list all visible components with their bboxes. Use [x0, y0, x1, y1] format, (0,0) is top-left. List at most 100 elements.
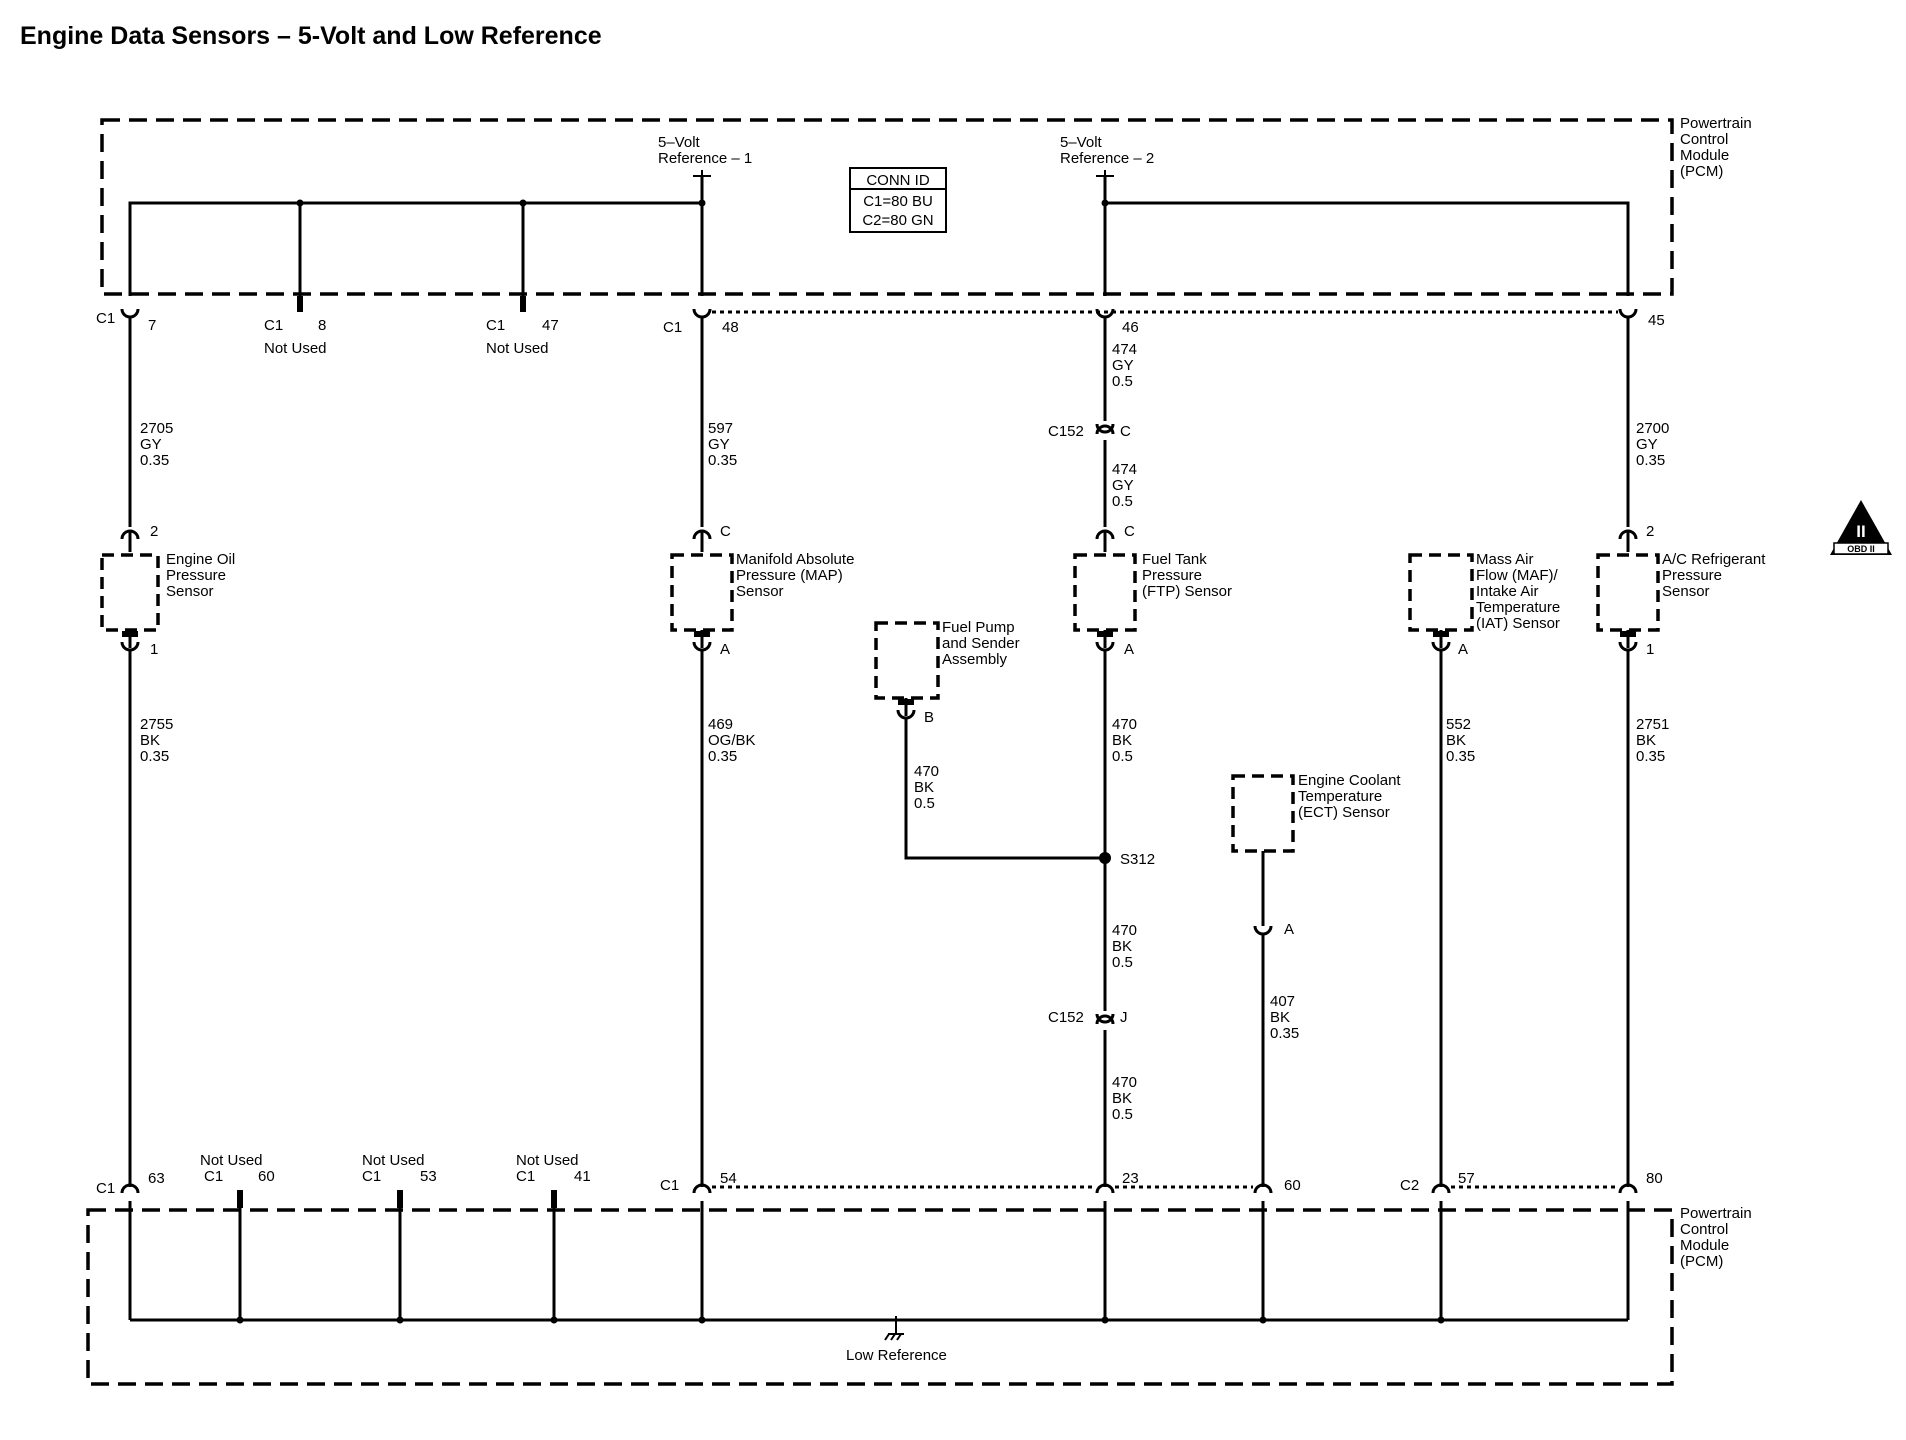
- wire-label-eop-ref: 2705 GY 0.35: [140, 420, 173, 469]
- svg-text:Mass Air: Mass Air: [1476, 551, 1534, 568]
- svg-text:0.5: 0.5: [1112, 954, 1133, 971]
- map-sensor: Manifold Absolute Pressure (MAP) Sensor: [670, 551, 854, 632]
- svg-text:GY: GY: [140, 436, 162, 453]
- svg-text:Sensor: Sensor: [166, 583, 214, 600]
- low-reference-bus: [128, 1201, 1630, 1324]
- svg-text:0.35: 0.35: [708, 748, 737, 765]
- c152-connector-j: C152 J: [1048, 1009, 1128, 1026]
- wire-label-eop-low: 2755 BK 0.35: [140, 716, 173, 765]
- wire-label-map-ref: 597 GY 0.35: [708, 420, 737, 469]
- svg-text:Pressure (MAP): Pressure (MAP): [736, 567, 843, 584]
- wire-label-fuel-pump-low: 470 BK 0.5: [914, 763, 939, 812]
- ref1-bus: [128, 176, 704, 296]
- sensor-pin: B: [924, 709, 934, 726]
- wire-label-c152j-low: 470 BK 0.5: [1112, 1074, 1137, 1123]
- reference-1-label: 5–Volt Reference – 1: [658, 134, 752, 182]
- svg-text:2700: 2700: [1636, 420, 1669, 437]
- svg-text:0.35: 0.35: [1446, 748, 1475, 765]
- pin-number: 57: [1458, 1170, 1475, 1187]
- obd-symbol: II: [1856, 522, 1865, 541]
- pcm-bottom-label: Powertrain Control Module (PCM): [1680, 1205, 1752, 1270]
- svg-text:A/C Refrigerant: A/C Refrigerant: [1662, 551, 1766, 568]
- sensor-pin: 1: [1646, 641, 1654, 658]
- svg-text:Flow (MAF)/: Flow (MAF)/: [1476, 567, 1558, 584]
- sensor-pin: 2: [150, 523, 158, 540]
- bottom-connector-pins: [120, 1183, 1638, 1194]
- conn-id-line: C2=80 GN: [862, 212, 933, 229]
- pcm-label-line: Control: [1680, 131, 1728, 148]
- pcm-label-line: (PCM): [1680, 1253, 1723, 1270]
- not-used-label: Not Used: [264, 340, 327, 357]
- pin-number: 54: [720, 1170, 737, 1187]
- pin-conn: C1: [663, 319, 682, 336]
- svg-text:0.35: 0.35: [140, 452, 169, 469]
- inline-connector-pin: C: [1120, 423, 1131, 440]
- pin-number: 47: [542, 317, 559, 334]
- svg-text:0.35: 0.35: [140, 748, 169, 765]
- pin-number: 45: [1648, 312, 1665, 329]
- svg-text:470: 470: [1112, 1074, 1137, 1091]
- page-title: Engine Data Sensors – 5-Volt and Low Ref…: [20, 22, 602, 50]
- reference-label-line: Reference – 2: [1060, 150, 1154, 167]
- pcm-label-line: (PCM): [1680, 163, 1723, 180]
- conn-id-box: CONN ID C1=80 BU C2=80 GN: [849, 167, 947, 233]
- wire-label-ftp-low: 470 BK 0.5: [1112, 716, 1137, 765]
- inline-connector-name: C152: [1048, 423, 1084, 440]
- pin-conn: C1: [96, 310, 115, 327]
- svg-text:0.5: 0.5: [1112, 1106, 1133, 1123]
- pcm-label-line: Control: [1680, 1221, 1728, 1238]
- splice-label: S312: [1120, 851, 1155, 868]
- reference-2-label: 5–Volt Reference – 2: [1060, 134, 1154, 182]
- pin-conn: C1: [516, 1168, 535, 1185]
- pin-number: 80: [1646, 1170, 1663, 1187]
- svg-text:BK: BK: [140, 732, 160, 749]
- sensor-pin: C: [720, 523, 731, 540]
- wire-label-ac-low: 2751 BK 0.35: [1636, 716, 1669, 765]
- pcm-top-box: [100, 118, 1674, 296]
- svg-text:Sensor: Sensor: [1662, 583, 1710, 600]
- pin-conn: C2: [1400, 1177, 1419, 1194]
- svg-text:GY: GY: [708, 436, 730, 453]
- pin-conn: C1: [96, 1180, 115, 1197]
- svg-text:474: 474: [1112, 461, 1137, 478]
- svg-text:BK: BK: [1270, 1009, 1290, 1026]
- inline-connector-pin: J: [1120, 1009, 1128, 1026]
- pcm-top-label: Powertrain Control Module (PCM): [1680, 115, 1752, 180]
- svg-text:BK: BK: [914, 779, 934, 796]
- svg-text:597: 597: [708, 420, 733, 437]
- wire-label-maf-low: 552 BK 0.35: [1446, 716, 1475, 765]
- obd-ii-badge: II OBD II: [1830, 500, 1892, 555]
- pcm-label-line: Powertrain: [1680, 115, 1752, 132]
- svg-text:BK: BK: [1636, 732, 1656, 749]
- svg-text:(FTP) Sensor: (FTP) Sensor: [1142, 583, 1232, 600]
- maf-iat-sensor: Mass Air Flow (MAF)/ Intake Air Temperat…: [1408, 551, 1560, 632]
- svg-text:407: 407: [1270, 993, 1295, 1010]
- pin-number: 8: [318, 317, 326, 334]
- svg-text:0.5: 0.5: [1112, 373, 1133, 390]
- svg-text:Intake Air: Intake Air: [1476, 583, 1539, 600]
- pin-conn: C1: [486, 317, 505, 334]
- fuel-pump-sender: Fuel Pump and Sender Assembly: [874, 619, 1020, 700]
- wire-label-ftp-ref-lower: 474 GY 0.5: [1112, 461, 1137, 510]
- pin-number: 7: [148, 317, 156, 334]
- pin-number: 60: [258, 1168, 275, 1185]
- svg-text:GY: GY: [1112, 477, 1134, 494]
- svg-text:(IAT) Sensor: (IAT) Sensor: [1476, 615, 1560, 632]
- splice-s312: S312: [1099, 851, 1155, 868]
- conn-id-line: C1=80 BU: [863, 193, 933, 210]
- pcm-bottom-box: [86, 1208, 1674, 1386]
- svg-text:0.35: 0.35: [1636, 748, 1665, 765]
- sensor-pin: A: [1284, 921, 1294, 938]
- pin-conn: C1: [362, 1168, 381, 1185]
- svg-text:470: 470: [1112, 716, 1137, 733]
- not-used-label: Not Used: [362, 1152, 425, 1169]
- svg-text:GY: GY: [1112, 357, 1134, 374]
- pin-number: 53: [420, 1168, 437, 1185]
- svg-text:BK: BK: [1112, 732, 1132, 749]
- pin-number: 23: [1122, 1170, 1139, 1187]
- sensor-pin: 1: [150, 641, 158, 658]
- wire-label-ac-ref: 2700 GY 0.35: [1636, 420, 1669, 469]
- wire-label-ftp-ref-upper: 474 GY 0.5: [1112, 341, 1137, 390]
- svg-text:BK: BK: [1112, 1090, 1132, 1107]
